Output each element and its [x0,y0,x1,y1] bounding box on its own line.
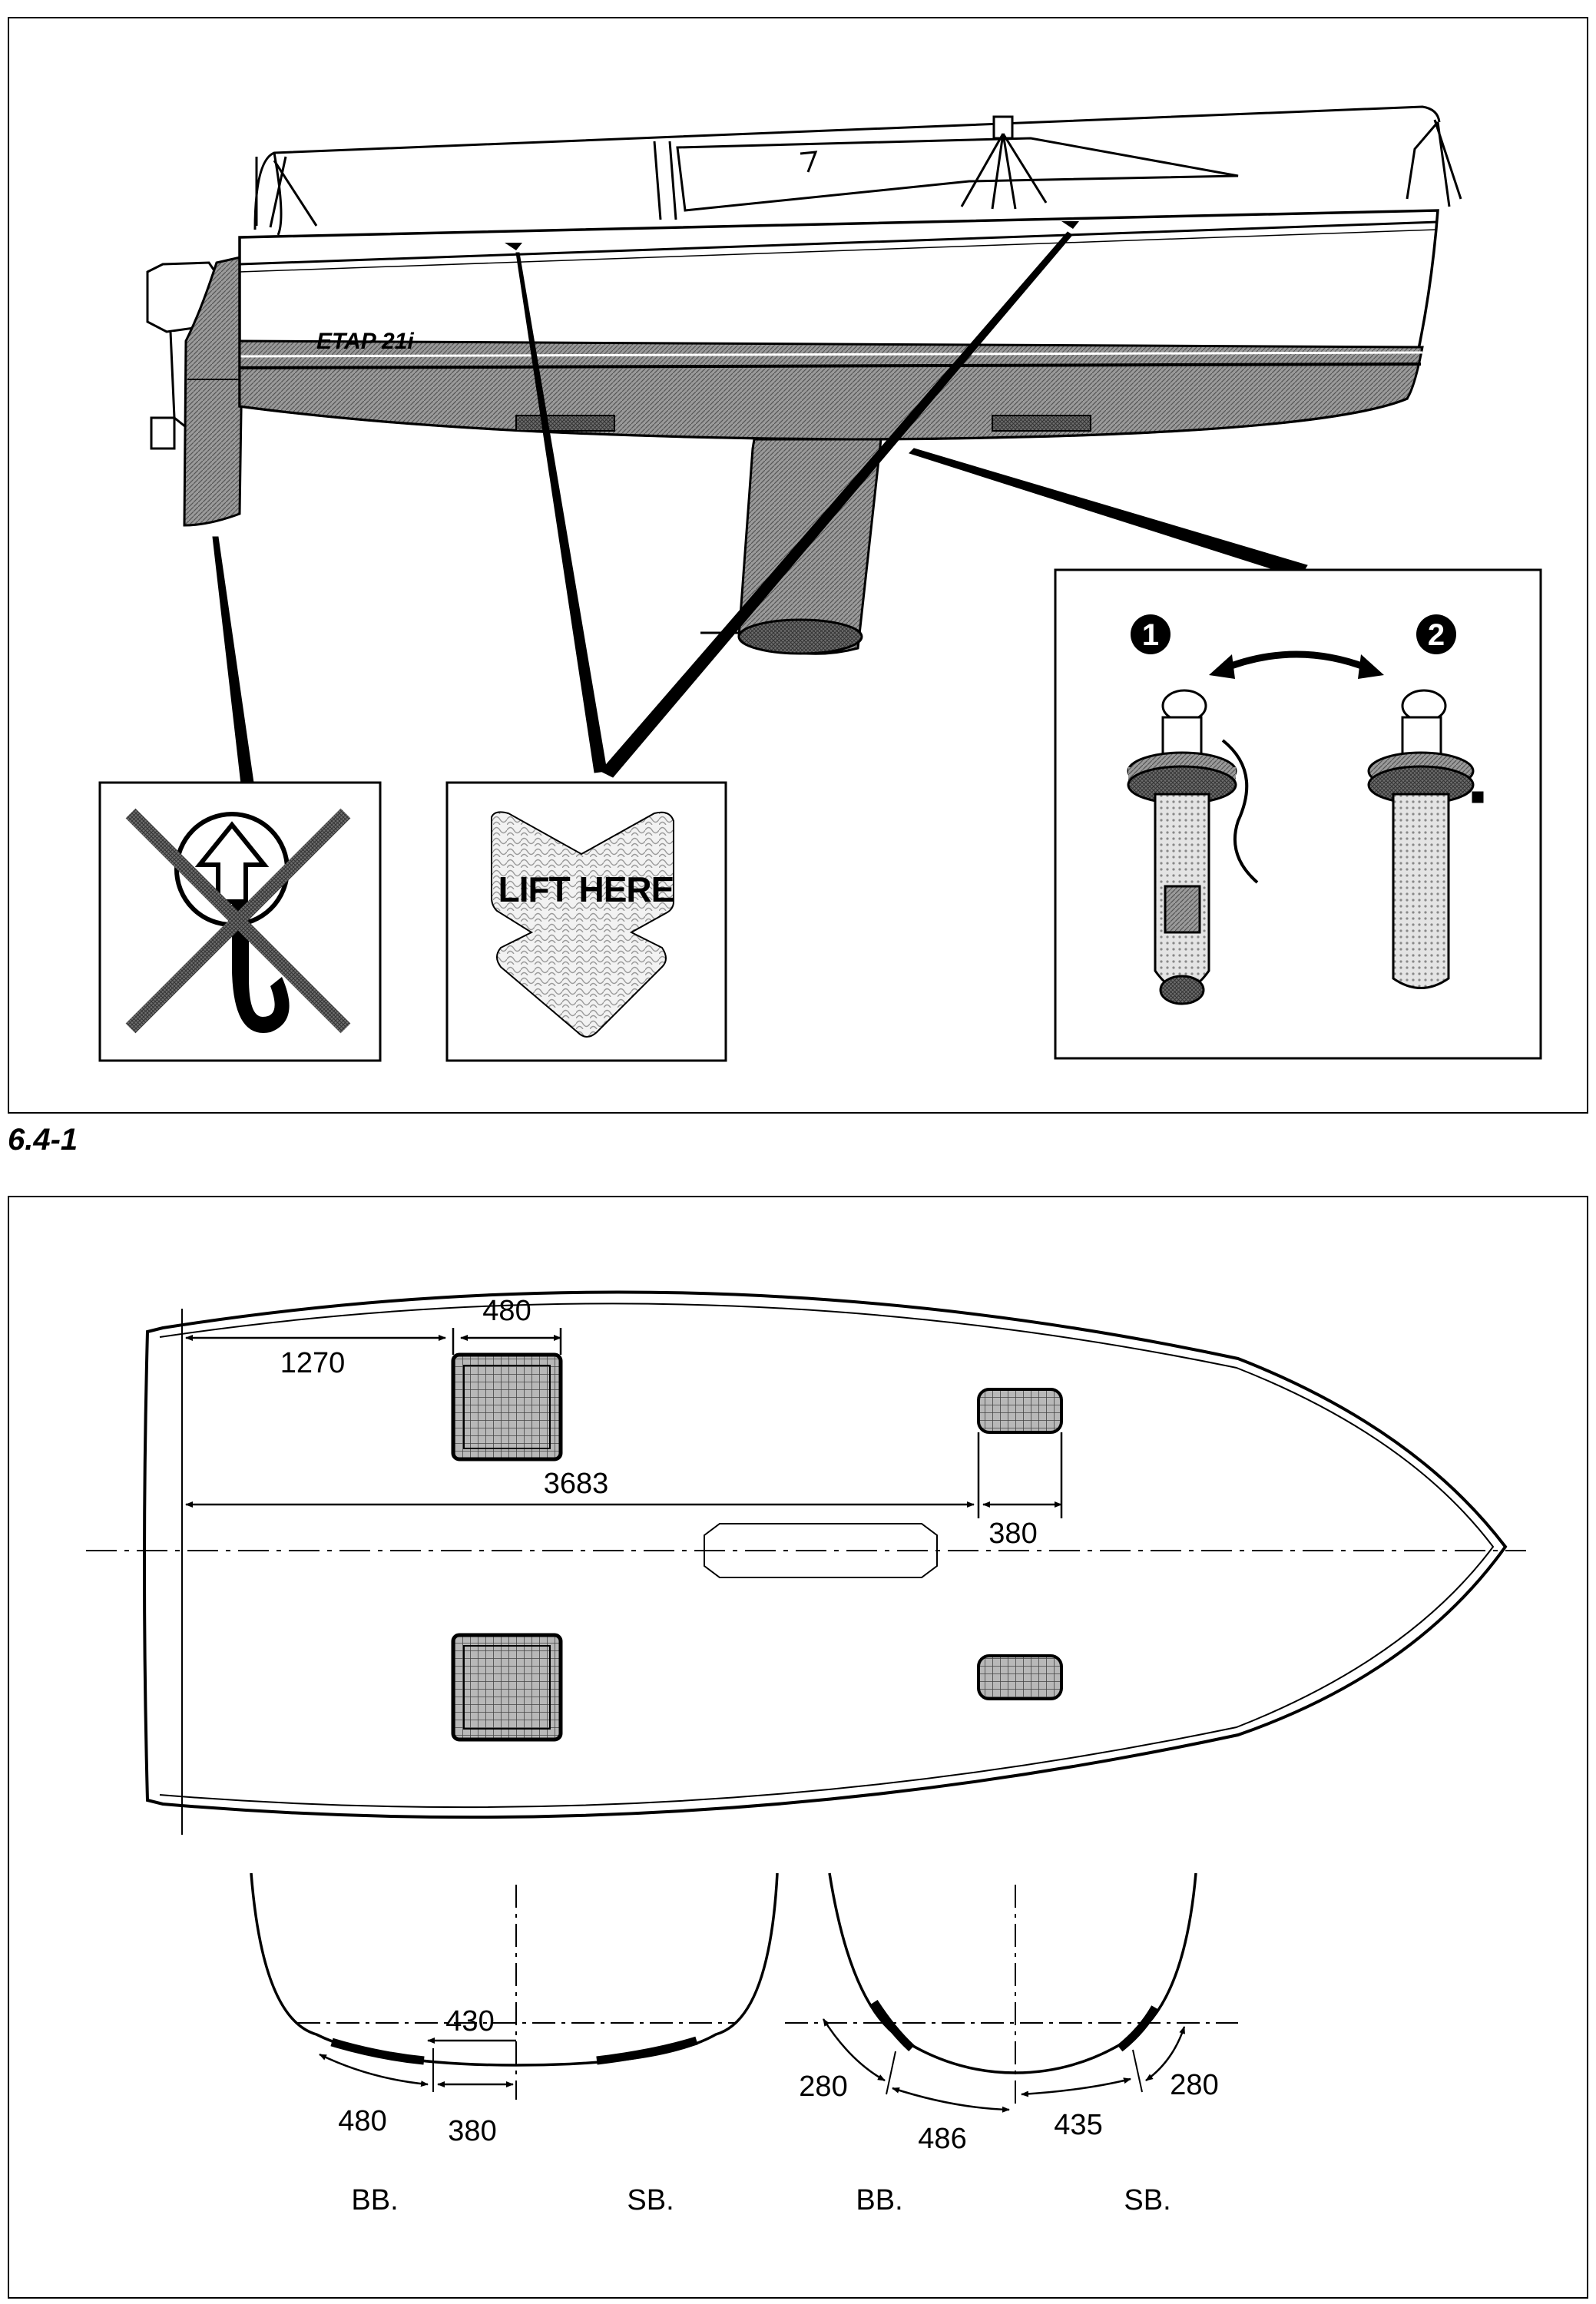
lift-here-sign: LIFT HERE [445,781,727,1062]
dim-380: 380 [988,1518,1037,1550]
fwd-dim-280-right: 280 [1170,2069,1218,2101]
hull: ETAP 21i [238,209,1439,441]
cabin [676,115,1239,212]
plug-closed [1367,689,1484,989]
fwd-dim-280-left: 280 [799,2071,847,2103]
plan-dimensions [185,1328,1063,1518]
side-view-drawing: ETAP 21i LIFT HERE 1 2 [98,105,1542,1062]
plan-view-panel: 480 1270 3683 380 430 480 380 BB. SB. 28… [8,1196,1588,2299]
drain-plug-detail: 1 2 [1054,568,1542,1060]
aft-section [250,1872,779,2100]
figure-label: 6.4-1 [8,1123,78,1157]
fwd-dim-486: 486 [918,2123,966,2155]
svg-text:2: 2 [1428,618,1445,652]
side-view-panel: ETAP 21i LIFT HERE 1 2 [8,17,1588,1114]
aft-dim-430: 430 [445,2005,494,2038]
svg-text:1: 1 [1142,618,1159,652]
aft-starboard-label: SB. [627,2184,674,2216]
rudder [183,255,245,527]
fwd-starboard-label: SB. [1124,2184,1171,2216]
hull-plan-outline [86,1290,1526,1835]
dim-3683: 3683 [544,1468,609,1500]
lift-here-text: LIFT HERE [498,869,674,909]
callout-2 [1416,614,1456,654]
hull-name: ETAP 21i [316,329,414,354]
leader-lines [212,231,1308,785]
fwd-dim-435: 435 [1054,2109,1102,2141]
plan-view-drawing: 480 1270 3683 380 430 480 380 BB. SB. 28… [86,1290,1526,2216]
sling-pads [451,1352,1063,1742]
lifelines [253,105,1462,236]
dim-480: 480 [482,1295,531,1327]
aft-dim-480: 480 [338,2105,386,2137]
plug-open [1127,689,1259,1005]
no-hook-sign [98,781,382,1062]
aft-port-label: BB. [351,2184,398,2216]
swap-arrow-icon [1220,650,1373,674]
fwd-port-label: BB. [856,2184,902,2216]
callout-1 [1131,614,1171,654]
fwd-section [785,1872,1238,2113]
dim-1270: 1270 [280,1347,346,1379]
keel [700,438,882,655]
aft-dim-380: 380 [448,2115,496,2147]
